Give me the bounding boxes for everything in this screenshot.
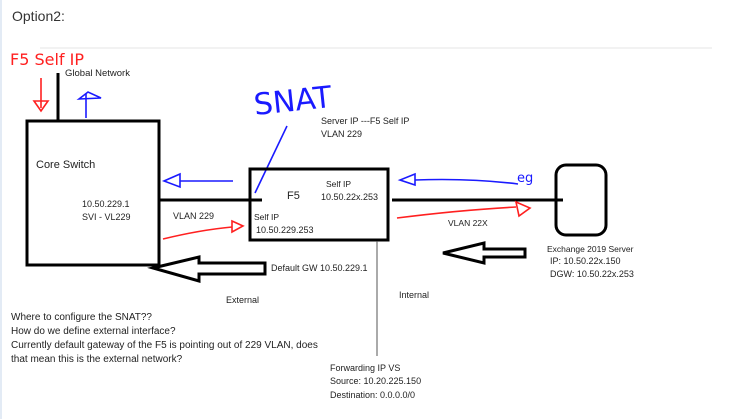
red-down-arrow-icon [32,78,50,113]
hollow-left-arrow-icon [442,241,527,265]
global-network-label: Global Network [65,68,130,79]
f5-internal-self-ip-label: Self IP [326,179,351,189]
f5-label: F5 [287,190,300,202]
red-right-arrow-icon [162,219,245,240]
exchange-server-box [554,163,608,237]
forwarding-vs-source: Source: 10.20.225.150 [330,376,421,386]
server-dgw: DGW: 10.50.22x.253 [550,269,634,279]
f5-box [248,167,390,242]
post-title: Option2: [12,8,65,24]
core-switch-label: Core Switch [36,159,95,171]
forwarding-vs-destination: Destination: 0.0.0.0/0 [330,390,415,400]
blue-up-arrow-icon [76,91,102,118]
server-name: Exchange 2019 Server [547,244,634,254]
server-ip-note: Server IP ---F5 Self IP [321,116,409,126]
core-switch-ip: 10.50.229.1 [82,199,130,209]
f5-internal-self-ip: 10.50.22x.253 [321,192,378,202]
f5-external-self-ip: 10.50.229.253 [256,225,314,235]
core-switch-svi: SVI - VL229 [82,212,131,222]
question-line: Currently default gateway of the F5 is p… [11,340,318,351]
forwarding-vs-title: Forwarding IP VS [330,363,400,373]
internal-label: Internal [399,290,429,300]
vlan-229-label: VLAN 229 [173,211,214,221]
f5-external-self-ip-label: Self IP [254,212,279,222]
annotation-snat: SNAT [252,80,334,123]
question-line: How do we define external interface? [11,326,176,337]
server-ip-note-vlan: VLAN 229 [321,129,362,139]
server-ip: IP: 10.50.22x.150 [550,256,621,266]
annotation-f5-self-ip: F5 Self IP [10,50,84,69]
question-line: that mean this is the external network? [11,354,183,365]
page-left-border [0,0,2,419]
external-label: External [226,295,259,305]
snat-pointer-line [254,125,288,194]
vlan-22x-label: VLAN 22X [448,218,488,228]
blue-left-arrow-icon [161,172,233,189]
hollow-left-arrow-icon [147,255,267,283]
annotation-eg: eg [517,171,533,186]
default-gw-label: Default GW 10.50.229.1 [271,263,368,273]
question-line: Where to configure the SNAT?? [11,312,152,323]
core-switch-box [25,119,161,267]
red-right-arrow-icon [396,200,532,219]
blue-left-arrow-icon [397,172,519,187]
